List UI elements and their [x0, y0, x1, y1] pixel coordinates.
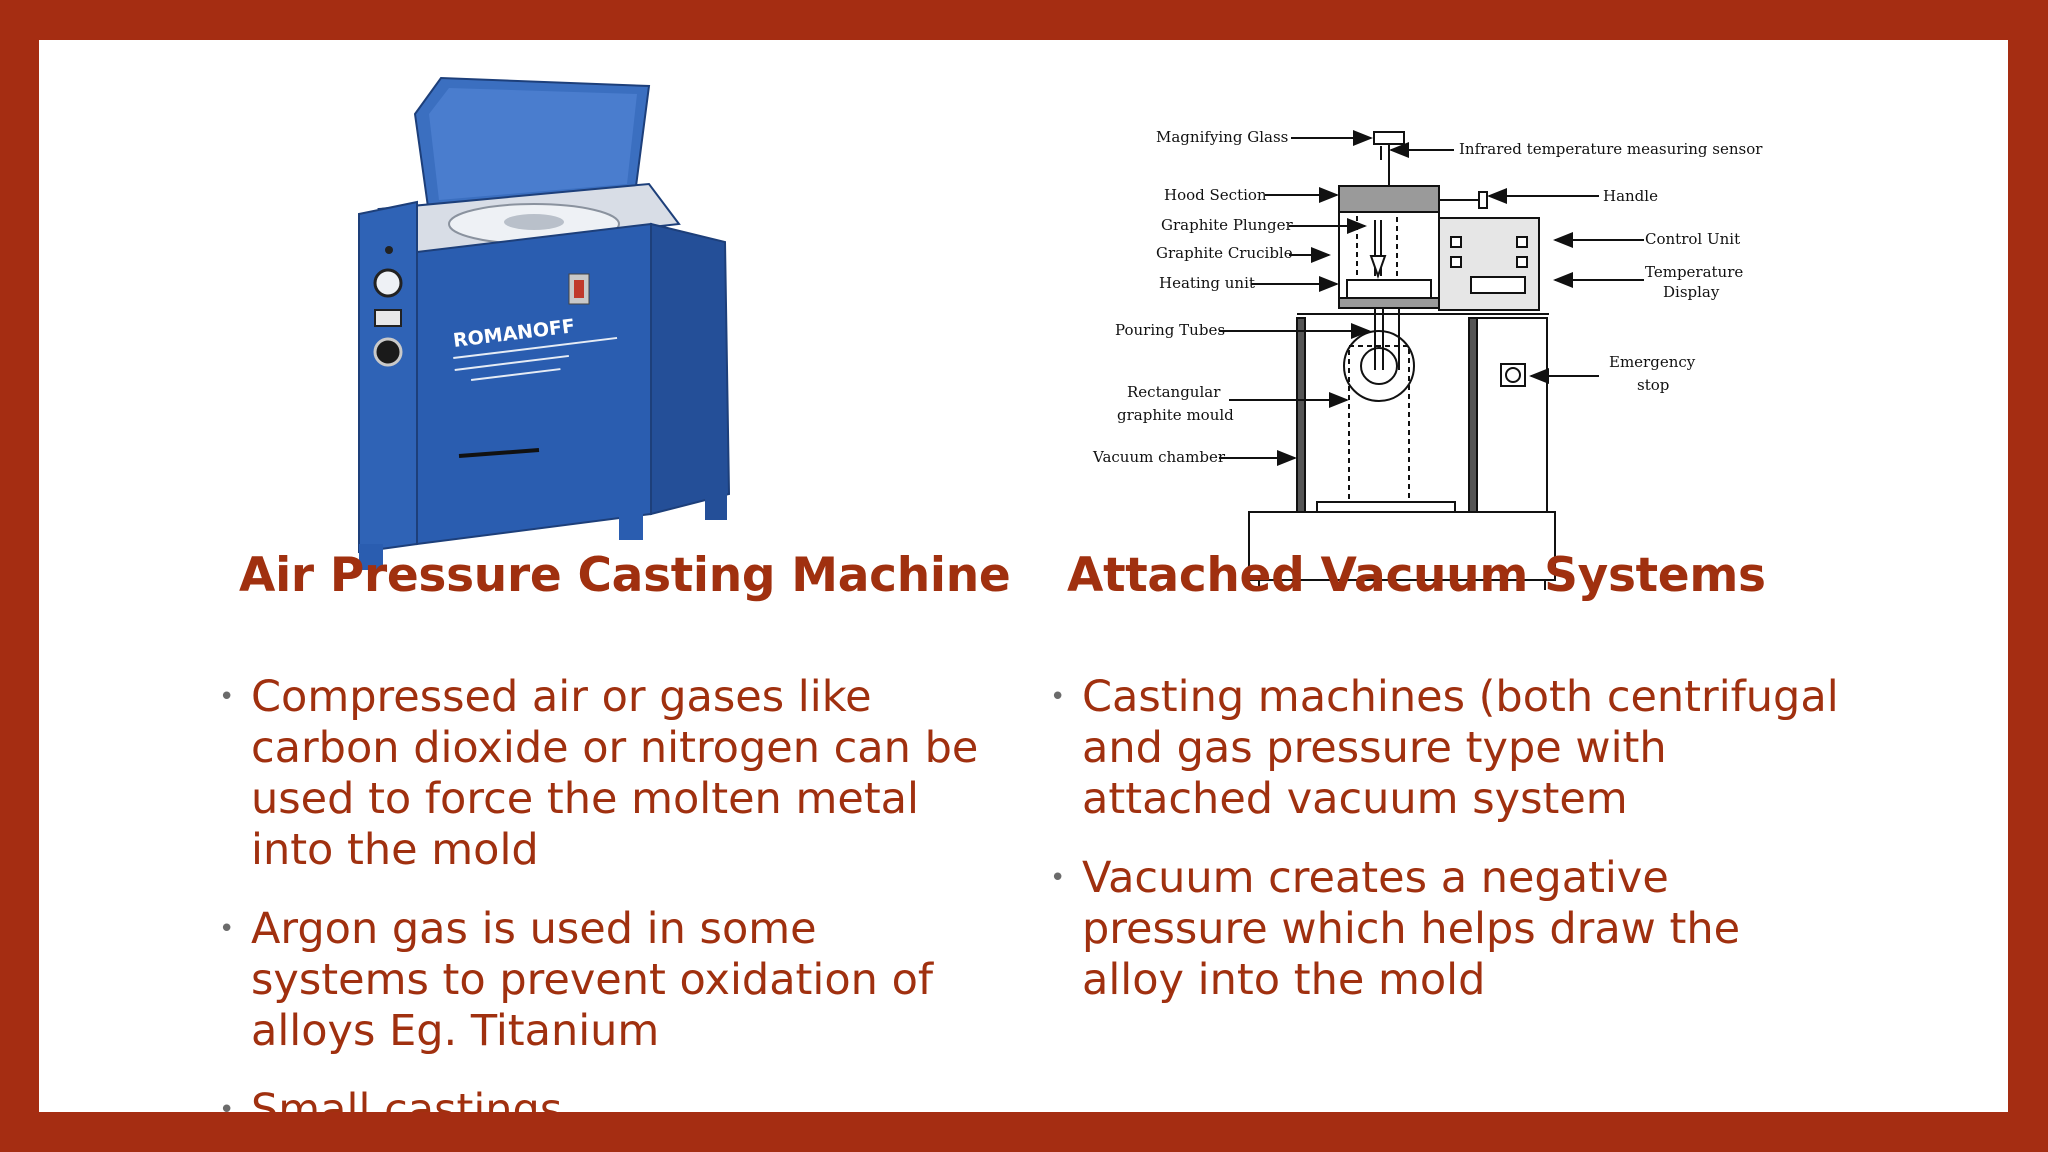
label-control-unit: Control Unit [1645, 230, 1740, 248]
label-heating-unit: Heating unit [1159, 274, 1255, 292]
list-item: • Vacuum creates a negative pressure whic… [1050, 853, 1850, 1006]
bullet-text: Vacuum creates a negative pressure which… [1082, 853, 1741, 1005]
slide: ROMANOFF [39, 40, 2008, 1112]
label-pouring-tubes: Pouring Tubes [1115, 321, 1225, 339]
label-vacuum-chamber: Vacuum chamber [1092, 448, 1226, 466]
right-heading: Attached Vacuum Systems [1067, 548, 1766, 603]
vacuum-system-diagram: Magnifying Glass Infrared temperature me… [1092, 128, 1763, 590]
left-bullet-list: • Compressed air or gases like carbon dio… [219, 672, 979, 1112]
label-graphite-crucible: Graphite Crucible [1156, 244, 1293, 262]
label-hood-section: Hood Section [1164, 186, 1267, 204]
label-magnifying-glass: Magnifying Glass [1156, 128, 1288, 146]
list-item: • Argon gas is used in some systems to pr… [219, 904, 979, 1057]
left-heading: Air Pressure Casting Machine [239, 548, 1011, 603]
list-item: • Casting machines (both centrifugal and … [1050, 672, 1850, 825]
bullet-text: Argon gas is used in some systems to pre… [251, 904, 934, 1056]
bullet-text: Small castings [251, 1085, 563, 1112]
label-infrared-sensor: Infrared temperature measuring sensor [1459, 140, 1763, 158]
bullet-dot-icon: • [1050, 863, 1066, 893]
list-item: • Small castings [219, 1085, 979, 1112]
bullet-dot-icon: • [219, 914, 235, 944]
bullet-dot-icon: • [219, 1095, 235, 1112]
bottom-frame-band [0, 1112, 2048, 1152]
list-item: • Compressed air or gases like carbon dio… [219, 672, 979, 876]
label-handle: Handle [1603, 187, 1658, 205]
label-rectangular: Rectangular [1127, 383, 1221, 401]
bullet-text: Casting machines (both centrifugal and g… [1082, 672, 1839, 824]
label-graphite-mould: graphite mould [1117, 406, 1234, 424]
label-emergency: Emergency [1609, 353, 1696, 371]
bullet-dot-icon: • [1050, 682, 1066, 712]
label-display: Display [1663, 283, 1720, 301]
label-stop: stop [1637, 376, 1669, 394]
label-temperature: Temperature [1645, 263, 1743, 281]
bullet-dot-icon: • [219, 682, 235, 712]
bullet-text: Compressed air or gases like carbon diox… [251, 672, 979, 875]
label-graphite-plunger: Graphite Plunger [1161, 216, 1294, 234]
right-bullet-list: • Casting machines (both centrifugal and … [1050, 672, 1850, 1034]
casting-machine-image: ROMANOFF [358, 76, 731, 570]
